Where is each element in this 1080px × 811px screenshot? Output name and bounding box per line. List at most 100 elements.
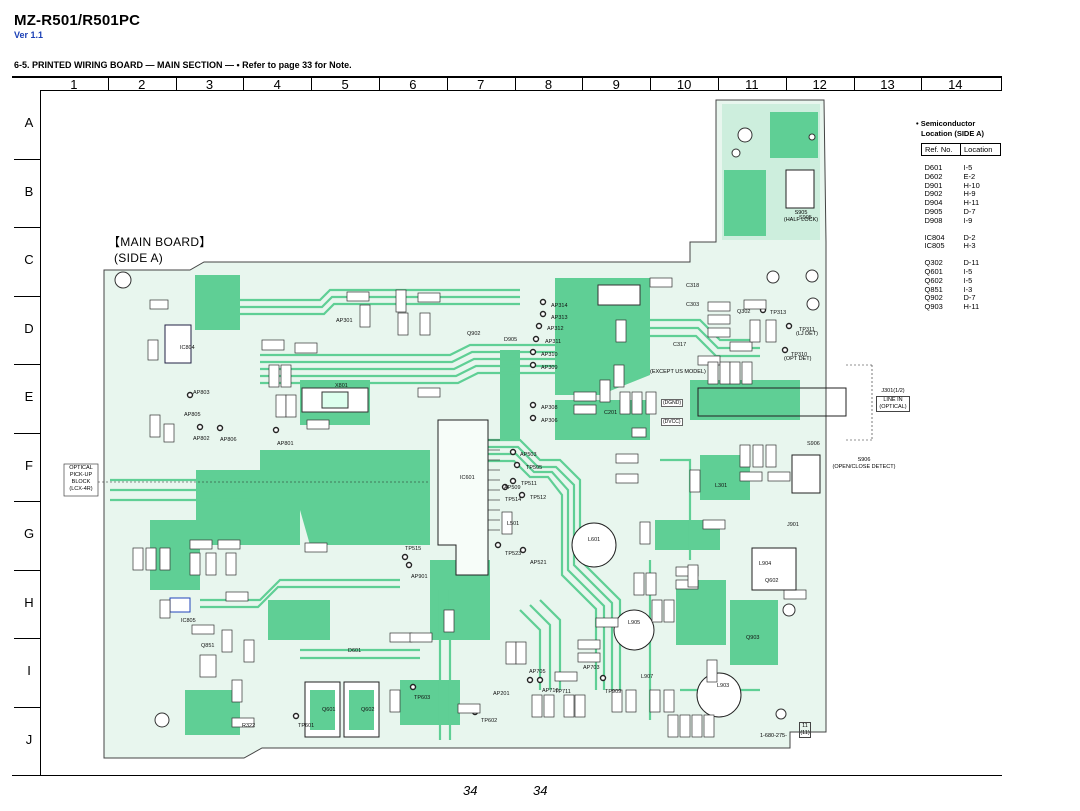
col-loc-header: Location bbox=[960, 143, 1001, 156]
component-label: C303 bbox=[686, 302, 700, 308]
component-label: AP901 bbox=[411, 574, 428, 580]
row-letter-C: C bbox=[24, 252, 34, 268]
component-label: AP312 bbox=[547, 326, 564, 332]
row-tick bbox=[14, 364, 40, 365]
column-tick bbox=[311, 78, 313, 90]
component-label: TP310 bbox=[791, 352, 808, 358]
copper-pours bbox=[150, 275, 800, 735]
row-tick bbox=[14, 295, 40, 297]
column-number-12: 12 bbox=[812, 77, 827, 92]
column-tick bbox=[379, 78, 380, 90]
ref-cell: Q602 bbox=[924, 275, 943, 285]
except-us-label: (EXCEPT US MODEL) bbox=[650, 369, 706, 375]
dgnd-label: (DGND) bbox=[661, 399, 684, 407]
ref-cell: D904 bbox=[924, 198, 943, 208]
board-number: 1-680-275- bbox=[760, 733, 787, 739]
location-cell: I-3 bbox=[963, 284, 973, 294]
ref-cell: D601 bbox=[924, 163, 943, 172]
ic804 bbox=[164, 324, 192, 364]
row-tick bbox=[14, 501, 40, 502]
component-label: AP803 bbox=[193, 390, 210, 396]
column-number-5: 5 bbox=[341, 77, 349, 92]
column-tick bbox=[718, 78, 719, 90]
mount-hole bbox=[737, 127, 753, 143]
row-tick bbox=[14, 638, 40, 639]
component-label: Q851 bbox=[201, 643, 215, 649]
opt-det-label: (OPT DET) bbox=[784, 356, 812, 362]
component-label: AP710 bbox=[542, 688, 559, 694]
component-label: S906 bbox=[807, 441, 820, 447]
column-number-11: 11 bbox=[745, 77, 759, 92]
s905-label: S905(HALF LOCK) bbox=[783, 210, 819, 223]
column-tick bbox=[175, 78, 177, 90]
grid-column-rule bbox=[40, 90, 1002, 91]
ref-cell: Q902 bbox=[924, 293, 943, 303]
component-label: Q601 bbox=[322, 707, 336, 713]
component-label: L904 bbox=[759, 561, 772, 567]
ic601-outline bbox=[437, 419, 489, 576]
board-title: 【MAIN BOARD】 (SIDE A) bbox=[108, 234, 212, 266]
component-label: L905 bbox=[628, 620, 641, 626]
s906-switch bbox=[791, 454, 821, 494]
component-label: Q903 bbox=[746, 635, 760, 641]
location-cell: D-2 bbox=[963, 232, 976, 242]
component-label: AP805 bbox=[184, 412, 201, 418]
mount-hole bbox=[114, 271, 132, 289]
component-label: TP515 bbox=[405, 546, 422, 552]
location-cell: D-7 bbox=[963, 206, 976, 216]
board-title-line1: 【MAIN BOARD】 bbox=[108, 235, 212, 249]
row-tick bbox=[14, 569, 40, 571]
grid-left-rule bbox=[40, 90, 41, 775]
component-label: AP703 bbox=[583, 665, 600, 671]
row-letter-H: H bbox=[24, 594, 34, 610]
section-title: 6-5. PRINTED WIRING BOARD — MAIN SECTION… bbox=[14, 60, 352, 70]
component-label: AP705 bbox=[529, 669, 546, 675]
column-number-13: 13 bbox=[880, 77, 895, 92]
component-label: AP308 bbox=[541, 405, 558, 411]
location-cell: D-11 bbox=[963, 258, 980, 268]
row-tick bbox=[14, 227, 40, 228]
component-label: X801 bbox=[335, 383, 348, 389]
column-tick bbox=[107, 78, 109, 90]
row-letter-G: G bbox=[23, 526, 35, 542]
component-label: D905 bbox=[504, 337, 518, 343]
component-label: Q302 bbox=[737, 309, 751, 315]
l905-coil bbox=[613, 609, 655, 651]
column-tick bbox=[446, 78, 448, 90]
column-tick bbox=[243, 78, 245, 90]
row-letter-F: F bbox=[25, 457, 33, 473]
row-tick bbox=[14, 158, 40, 160]
component-label: IC804 bbox=[180, 345, 195, 351]
component-label: AP521 bbox=[530, 560, 547, 566]
component-label: IC601 bbox=[460, 475, 475, 481]
ic805 bbox=[169, 597, 191, 613]
component-label: AP306 bbox=[541, 418, 558, 424]
semiconductor-title: • Semiconductor Location (SIDE A) bbox=[916, 119, 985, 138]
component-label: AP802 bbox=[193, 436, 210, 442]
mount-hole bbox=[731, 148, 741, 158]
mount-hole bbox=[775, 708, 787, 720]
column-number-14: 14 bbox=[948, 77, 963, 92]
component-label: TP505 bbox=[526, 465, 543, 471]
test-points bbox=[186, 298, 793, 720]
component-label: C318 bbox=[686, 283, 700, 289]
column-number-10: 10 bbox=[676, 77, 692, 92]
ref-cell: IC805 bbox=[924, 241, 945, 251]
smd-footprints bbox=[132, 277, 807, 738]
location-cell: I-5 bbox=[963, 163, 973, 172]
row-letter-B: B bbox=[24, 183, 34, 199]
ref-cell: D602 bbox=[924, 171, 943, 181]
model-title: MZ-R501/R501PC bbox=[14, 12, 141, 29]
dvcc-label: (DVCC) bbox=[661, 418, 683, 426]
grid-top-rule bbox=[12, 76, 1002, 78]
component-label: Q602 bbox=[765, 578, 779, 584]
ref-cell: Q601 bbox=[924, 266, 943, 276]
column-tick bbox=[853, 78, 855, 90]
column-number-3: 3 bbox=[205, 77, 214, 92]
